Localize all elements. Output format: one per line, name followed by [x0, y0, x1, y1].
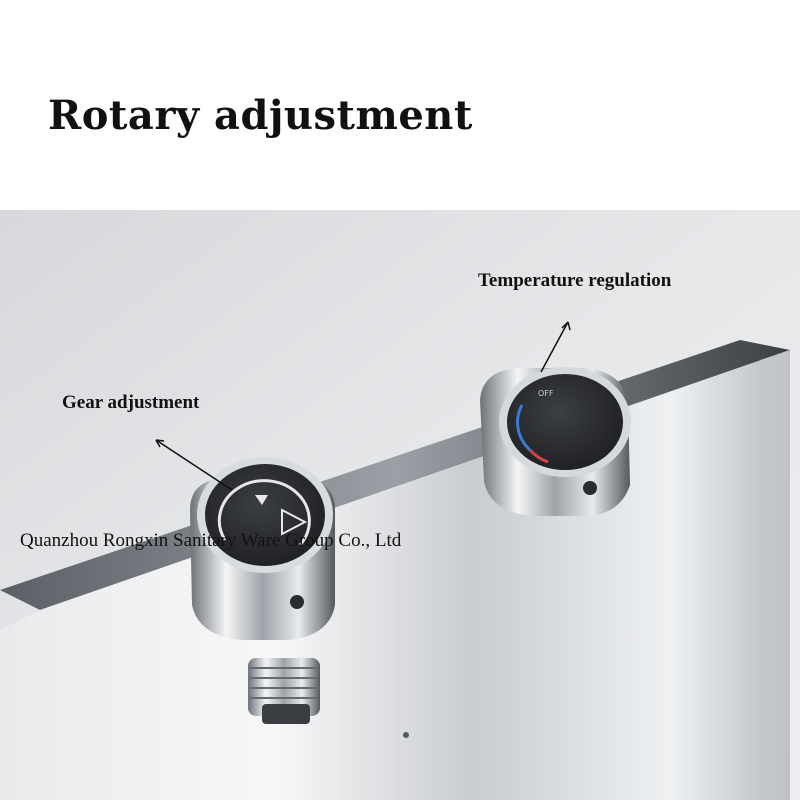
temperature-regulation-label: Temperature regulation [478, 270, 672, 291]
temperature-regulation-knob[interactable]: OFF [480, 367, 631, 516]
page-title: Rotary adjustment [48, 92, 473, 139]
shower-icon [255, 495, 268, 505]
threaded-connector [248, 658, 320, 724]
triangle-pointer-icon [281, 508, 308, 536]
gear-adjustment-label: Gear adjustment [62, 392, 200, 413]
product-photo: OFF [0, 210, 800, 800]
company-watermark: Quanzhou Rongxin Sanitary Ware Group Co.… [20, 530, 402, 551]
off-mark: OFF [538, 389, 554, 398]
